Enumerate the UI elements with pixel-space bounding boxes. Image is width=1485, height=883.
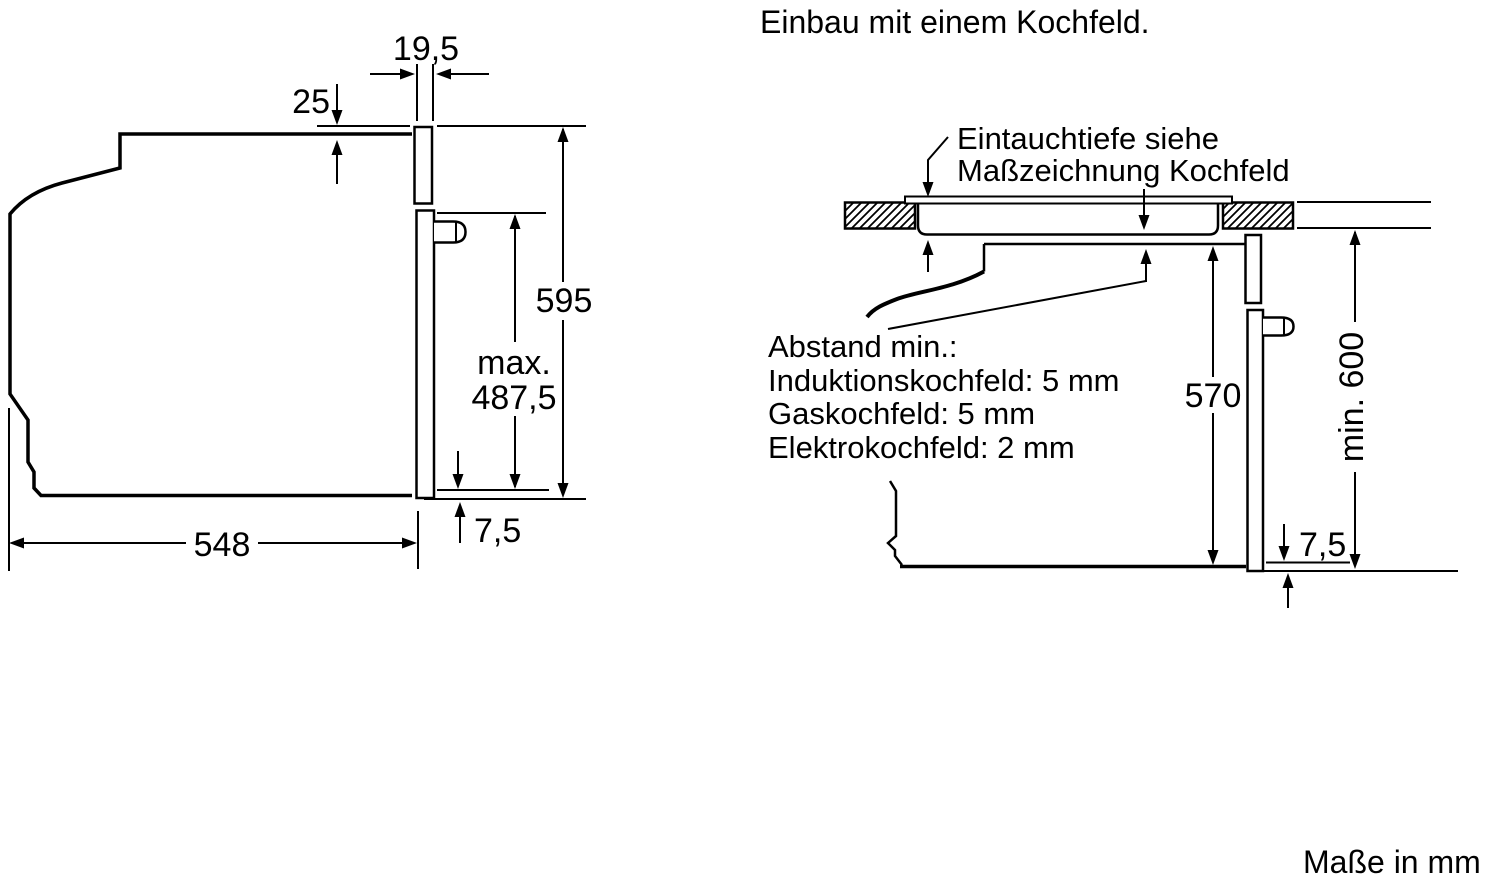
oven-door-front-right (1246, 308, 1265, 573)
dim-door-overhang-left: 7,5 (452, 451, 521, 550)
immersion-leader-line (927, 136, 949, 184)
dim-door-max-value: 487,5 (471, 379, 556, 417)
dim-door-overhang-right-value: 7,5 (1299, 526, 1346, 564)
dim-front-height: 595 (536, 127, 593, 498)
clearance-leader-line (887, 280, 1147, 330)
immersion-note-line1: Eintauchtiefe siehe (957, 121, 1219, 156)
worktop-right-section (1221, 201, 1295, 230)
hob-body (916, 203, 1220, 236)
dim-min-niche-height-value: min. 600 (1333, 332, 1371, 462)
clearance-item-electric: Elektrokochfeld: 2 mm (768, 430, 1075, 465)
dim-carcass-height-value: 570 (1185, 377, 1242, 415)
clearance-item-induction: Induktionskochfeld: 5 mm (768, 363, 1120, 398)
oven-control-panel-front-right (1244, 233, 1263, 305)
dim-body-depth: 548 (9, 526, 417, 564)
door-handle-right (1263, 316, 1295, 337)
dim-panel-top-offset-value: 25 (292, 83, 330, 121)
clearance-item-gas: Gaskochfeld: 5 mm (768, 396, 1035, 431)
oven-body-outline (8, 132, 412, 498)
dim-panel-top-offset: 25 (292, 83, 343, 184)
units-note: Maße in mm (1303, 844, 1481, 880)
dim-front-height-value: 595 (536, 282, 593, 320)
hob-top-plate (904, 195, 1233, 205)
oven-bottom-left-break (886, 480, 903, 566)
dim-door-max-label: max. (477, 344, 551, 382)
dim-door-max-height: max. 487,5 (471, 214, 557, 489)
clearance-annotation: Abstand min.: Induktionskochfeld: 5 mm G… (768, 249, 1152, 465)
dim-door-overhang-right: 7,5 (1252, 524, 1458, 608)
door-handle (434, 220, 467, 244)
immersion-note-line2: Maßzeichnung Kochfeld (957, 153, 1290, 188)
oven-control-panel-front (413, 125, 434, 205)
dim-door-overhang-left-value: 7,5 (474, 512, 521, 550)
dim-door-thickness-value: 19,5 (393, 30, 459, 68)
dim-carcass-height: 570 (1185, 246, 1242, 565)
dim-min-niche-height: min. 600 (1333, 230, 1371, 569)
immersion-depth-annotation: Eintauchtiefe siehe Maßzeichnung Kochfel… (922, 121, 1290, 272)
oven-with-hob-view: Einbau mit einem Kochfeld. Eintauchtiefe… (760, 4, 1458, 608)
dim-body-depth-value: 548 (194, 526, 251, 564)
worktop-left-section (843, 201, 917, 230)
oven-side-view: 19,5 25 595 max. 487,5 (8, 30, 593, 571)
oven-door-front (415, 209, 436, 500)
dim-door-thickness: 19,5 (370, 30, 489, 80)
drawing-title: Einbau mit einem Kochfeld. (760, 4, 1150, 40)
cabinet-break-curve (865, 269, 985, 319)
clearance-heading: Abstand min.: (768, 329, 958, 364)
